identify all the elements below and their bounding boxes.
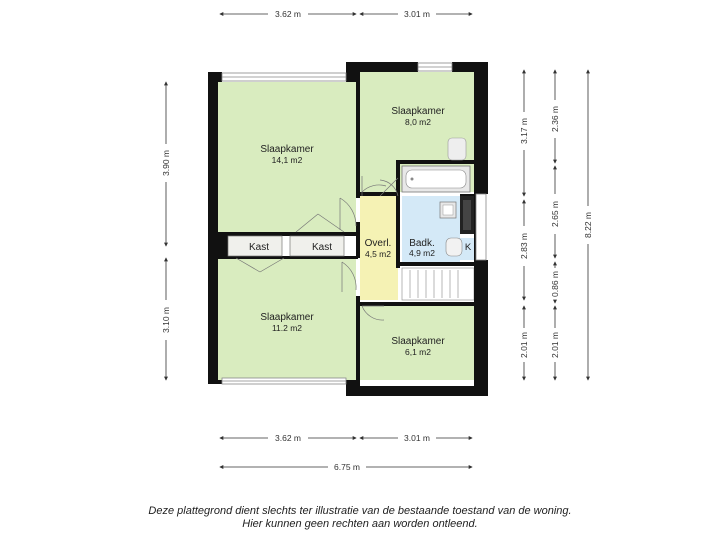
dim-right1-top: 3.17 m bbox=[519, 118, 529, 144]
area-slaapkamer-bl: 11.2 m2 bbox=[272, 323, 302, 333]
dim-top-left: 3.62 m bbox=[275, 9, 301, 19]
label-overloop: Overl. bbox=[365, 238, 392, 249]
label-k: K bbox=[465, 242, 472, 253]
toilet-tr bbox=[447, 137, 467, 161]
dim-total-width: 6.75 m bbox=[334, 462, 360, 472]
dim-right1-bottom: 2.01 m bbox=[519, 332, 529, 358]
dim-total-height: 8.22 m bbox=[583, 212, 593, 238]
disclaimer-line-1: Deze plattegrond dient slechts ter illus… bbox=[148, 505, 572, 517]
room-k bbox=[460, 238, 474, 260]
room-slaapkamer-bl bbox=[218, 258, 356, 380]
disclaimer: Deze plattegrond dient slechts ter illus… bbox=[0, 505, 720, 531]
walls bbox=[208, 62, 488, 396]
doors bbox=[235, 176, 399, 321]
area-badkamer: 4,9 m2 bbox=[409, 248, 435, 258]
dim-right2-d: 2.01 m bbox=[550, 332, 560, 358]
room-slaapkamer-br bbox=[360, 306, 474, 380]
dim-left-top: 3.90 m bbox=[161, 150, 171, 176]
area-overloop: 4,5 m2 bbox=[365, 249, 391, 259]
dim-right2-a: 2.36 m bbox=[550, 106, 560, 132]
dim-right1-middle: 2.83 m bbox=[519, 233, 529, 259]
kast-2-outline bbox=[289, 235, 345, 257]
area-slaapkamer-tl: 14,1 m2 bbox=[272, 155, 303, 165]
label-slaapkamer-tr: Slaapkamer bbox=[391, 106, 445, 117]
area-slaapkamer-tr: 8,0 m2 bbox=[405, 117, 431, 127]
dim-bottom-right: 3.01 m bbox=[404, 433, 430, 443]
sink bbox=[439, 201, 457, 219]
label-badkamer: Badk. bbox=[409, 238, 435, 249]
dim-right2-b: 2.65 m bbox=[550, 201, 560, 227]
disclaimer-line-2: Hier kunnen geen rechten aan worden ontl… bbox=[242, 518, 478, 530]
dim-bottom bbox=[219, 436, 473, 469]
stair bbox=[401, 267, 475, 301]
dim-right2-c: 0.86 m bbox=[550, 271, 560, 297]
kast-1-outline bbox=[227, 235, 283, 257]
dim-bottom-left: 3.62 m bbox=[275, 433, 301, 443]
kast-1-area bbox=[228, 236, 282, 256]
label-kast-2: Kast bbox=[312, 242, 332, 253]
label-slaapkamer-bl: Slaapkamer bbox=[260, 312, 314, 323]
toilet bbox=[445, 237, 463, 257]
label-slaapkamer-tl: Slaapkamer bbox=[260, 144, 314, 155]
kast-2-area bbox=[290, 236, 344, 256]
windows bbox=[221, 62, 487, 385]
dim-top-right: 3.01 m bbox=[404, 9, 430, 19]
bathtub bbox=[401, 165, 471, 193]
shower bbox=[460, 196, 474, 234]
area-slaapkamer-br: 6,1 m2 bbox=[405, 347, 431, 357]
room-slaapkamer-tl bbox=[218, 82, 356, 236]
room-overloop bbox=[360, 196, 398, 300]
label-slaapkamer-br: Slaapkamer bbox=[391, 336, 445, 347]
dim-left-bottom: 3.10 m bbox=[161, 307, 171, 333]
label-kast-1: Kast bbox=[249, 242, 269, 253]
